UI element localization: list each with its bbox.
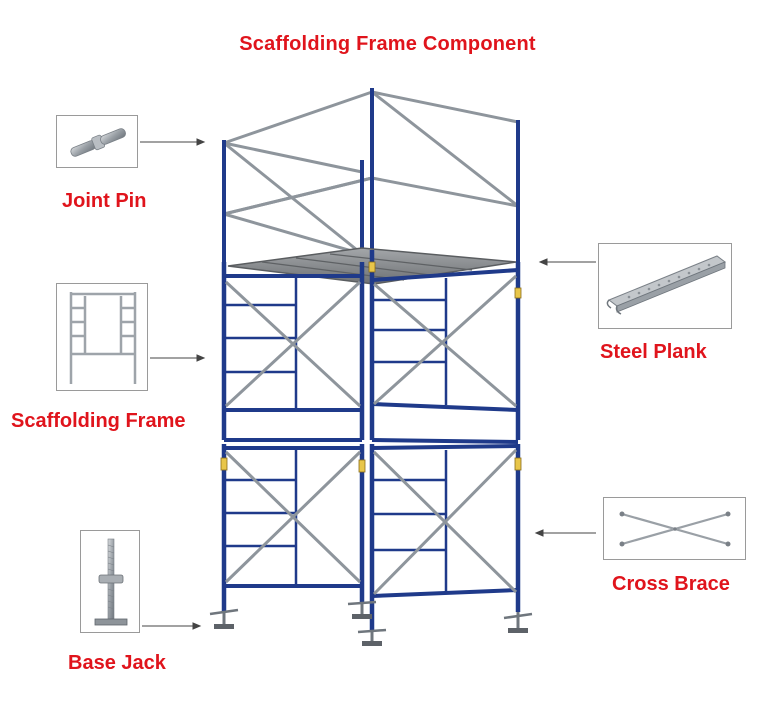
base-jack-label: Base Jack — [68, 652, 166, 674]
base-plates — [214, 614, 528, 646]
joint-pin-thumbnail — [56, 115, 138, 168]
steel-plank-thumbnail — [598, 243, 732, 329]
diagram-title: Scaffolding Frame Component — [239, 33, 536, 55]
steel-plank-label: Steel Plank — [600, 341, 707, 363]
tower-base-jacks — [209, 600, 533, 642]
scaffolding-frame-thumbnail — [56, 283, 148, 391]
guardrail-posts — [222, 88, 520, 262]
joint-pin-label: Joint Pin — [62, 190, 147, 212]
pointer-arrows — [140, 138, 596, 630]
cross-brace-icon — [619, 511, 731, 547]
upper-cross-braces — [224, 274, 518, 408]
cross-brace-label: Cross Brace — [612, 573, 730, 595]
cross-brace-thumbnail — [603, 497, 746, 560]
mid-rails — [224, 438, 519, 444]
base-jack-icon — [94, 538, 128, 626]
upper-frames — [221, 250, 521, 440]
joint-markers — [220, 261, 522, 473]
guardrail — [223, 90, 519, 256]
joint-pin-icon — [70, 128, 126, 157]
base-jack-thumbnail — [80, 530, 140, 633]
scaffolding-frame-label: Scaffolding Frame — [11, 410, 186, 432]
lower-cross-braces — [224, 448, 518, 596]
steel-plank-icon — [606, 255, 727, 315]
scaffolding-frame-icon — [69, 292, 137, 384]
